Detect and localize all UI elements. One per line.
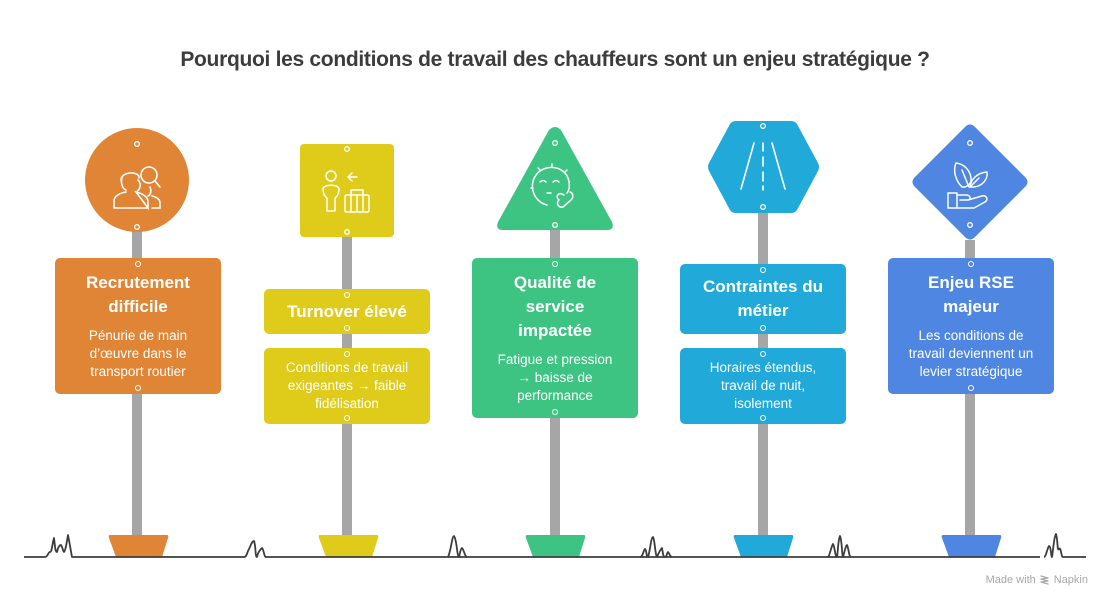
rivet [552,261,558,267]
sign-description: Pénurie de main d’œuvre dans le transpor… [88,328,188,379]
sign-title: Enjeu RSE majeur [928,273,1014,316]
sign-description: Horaires étendus, travail de nuit, isole… [709,360,817,411]
sign-head-turnover [300,144,394,237]
board-contraintes-title: Contraintes du métier [680,264,846,334]
base-rse [941,535,1002,557]
board-turnover-description: Conditions de travail exigeantes → faibl… [264,348,430,424]
base-recrutement [108,535,169,557]
rivet [135,261,141,267]
road-icon [740,142,786,191]
rivet [968,261,974,267]
napkin-brand: Napkin [1053,574,1088,586]
board-turnover-title: Turnover élevé [264,289,430,334]
sign-description: Les conditions de travail deviennent un … [908,328,1034,379]
base-qualite [525,535,586,557]
sign-description: Conditions de travail exigeantes → faibl… [285,360,409,411]
made-with-label: Made with [985,574,1036,586]
page-title: Pourquoi les conditions de travail des c… [180,48,930,71]
sign-title: Turnover élevé [287,301,407,321]
board-contraintes-description: Horaires étendus, travail de nuit, isole… [680,348,846,424]
board-rse: Enjeu RSE majeur Les conditions de trava… [888,258,1054,394]
sign-title: Contraintes du métier [703,277,823,320]
rivet [344,415,350,421]
rivet [760,267,766,273]
board-qualite: Qualité de service impactée Fatigue et p… [472,258,638,418]
sign-head-rse [912,124,1028,240]
sign-bases [108,535,1002,557]
sign-head-recrutement [85,128,189,232]
napkin-logo-icon [1040,574,1049,585]
rivet [552,409,558,415]
person-leaving-luggage-icon [322,170,370,213]
rivet [760,325,766,331]
rivet [135,385,141,391]
person-search-icon [113,166,161,211]
base-turnover [318,535,379,557]
tired-face-icon [530,163,574,208]
rivet [760,415,766,421]
rivet [760,351,766,357]
hand-plant-icon [947,162,988,209]
rivet [968,385,974,391]
sign-head-contraintes [708,121,819,213]
sign-title: Qualité de service impactée [513,273,597,340]
base-contraintes [733,535,794,557]
rivet [344,351,350,357]
rivet [344,292,350,298]
board-recrutement: Recrutement difficile Pénurie de main d’… [55,258,221,394]
ground-line [24,534,1040,558]
sign-head-qualite [497,127,613,230]
rivet [344,325,350,331]
sign-title: Recrutement difficile [86,273,190,316]
made-with-napkin[interactable]: Made with Napkin [986,574,1088,586]
grass-tufts [447,533,1086,558]
sign-description: Fatigue et pression → baisse de performa… [497,352,613,403]
